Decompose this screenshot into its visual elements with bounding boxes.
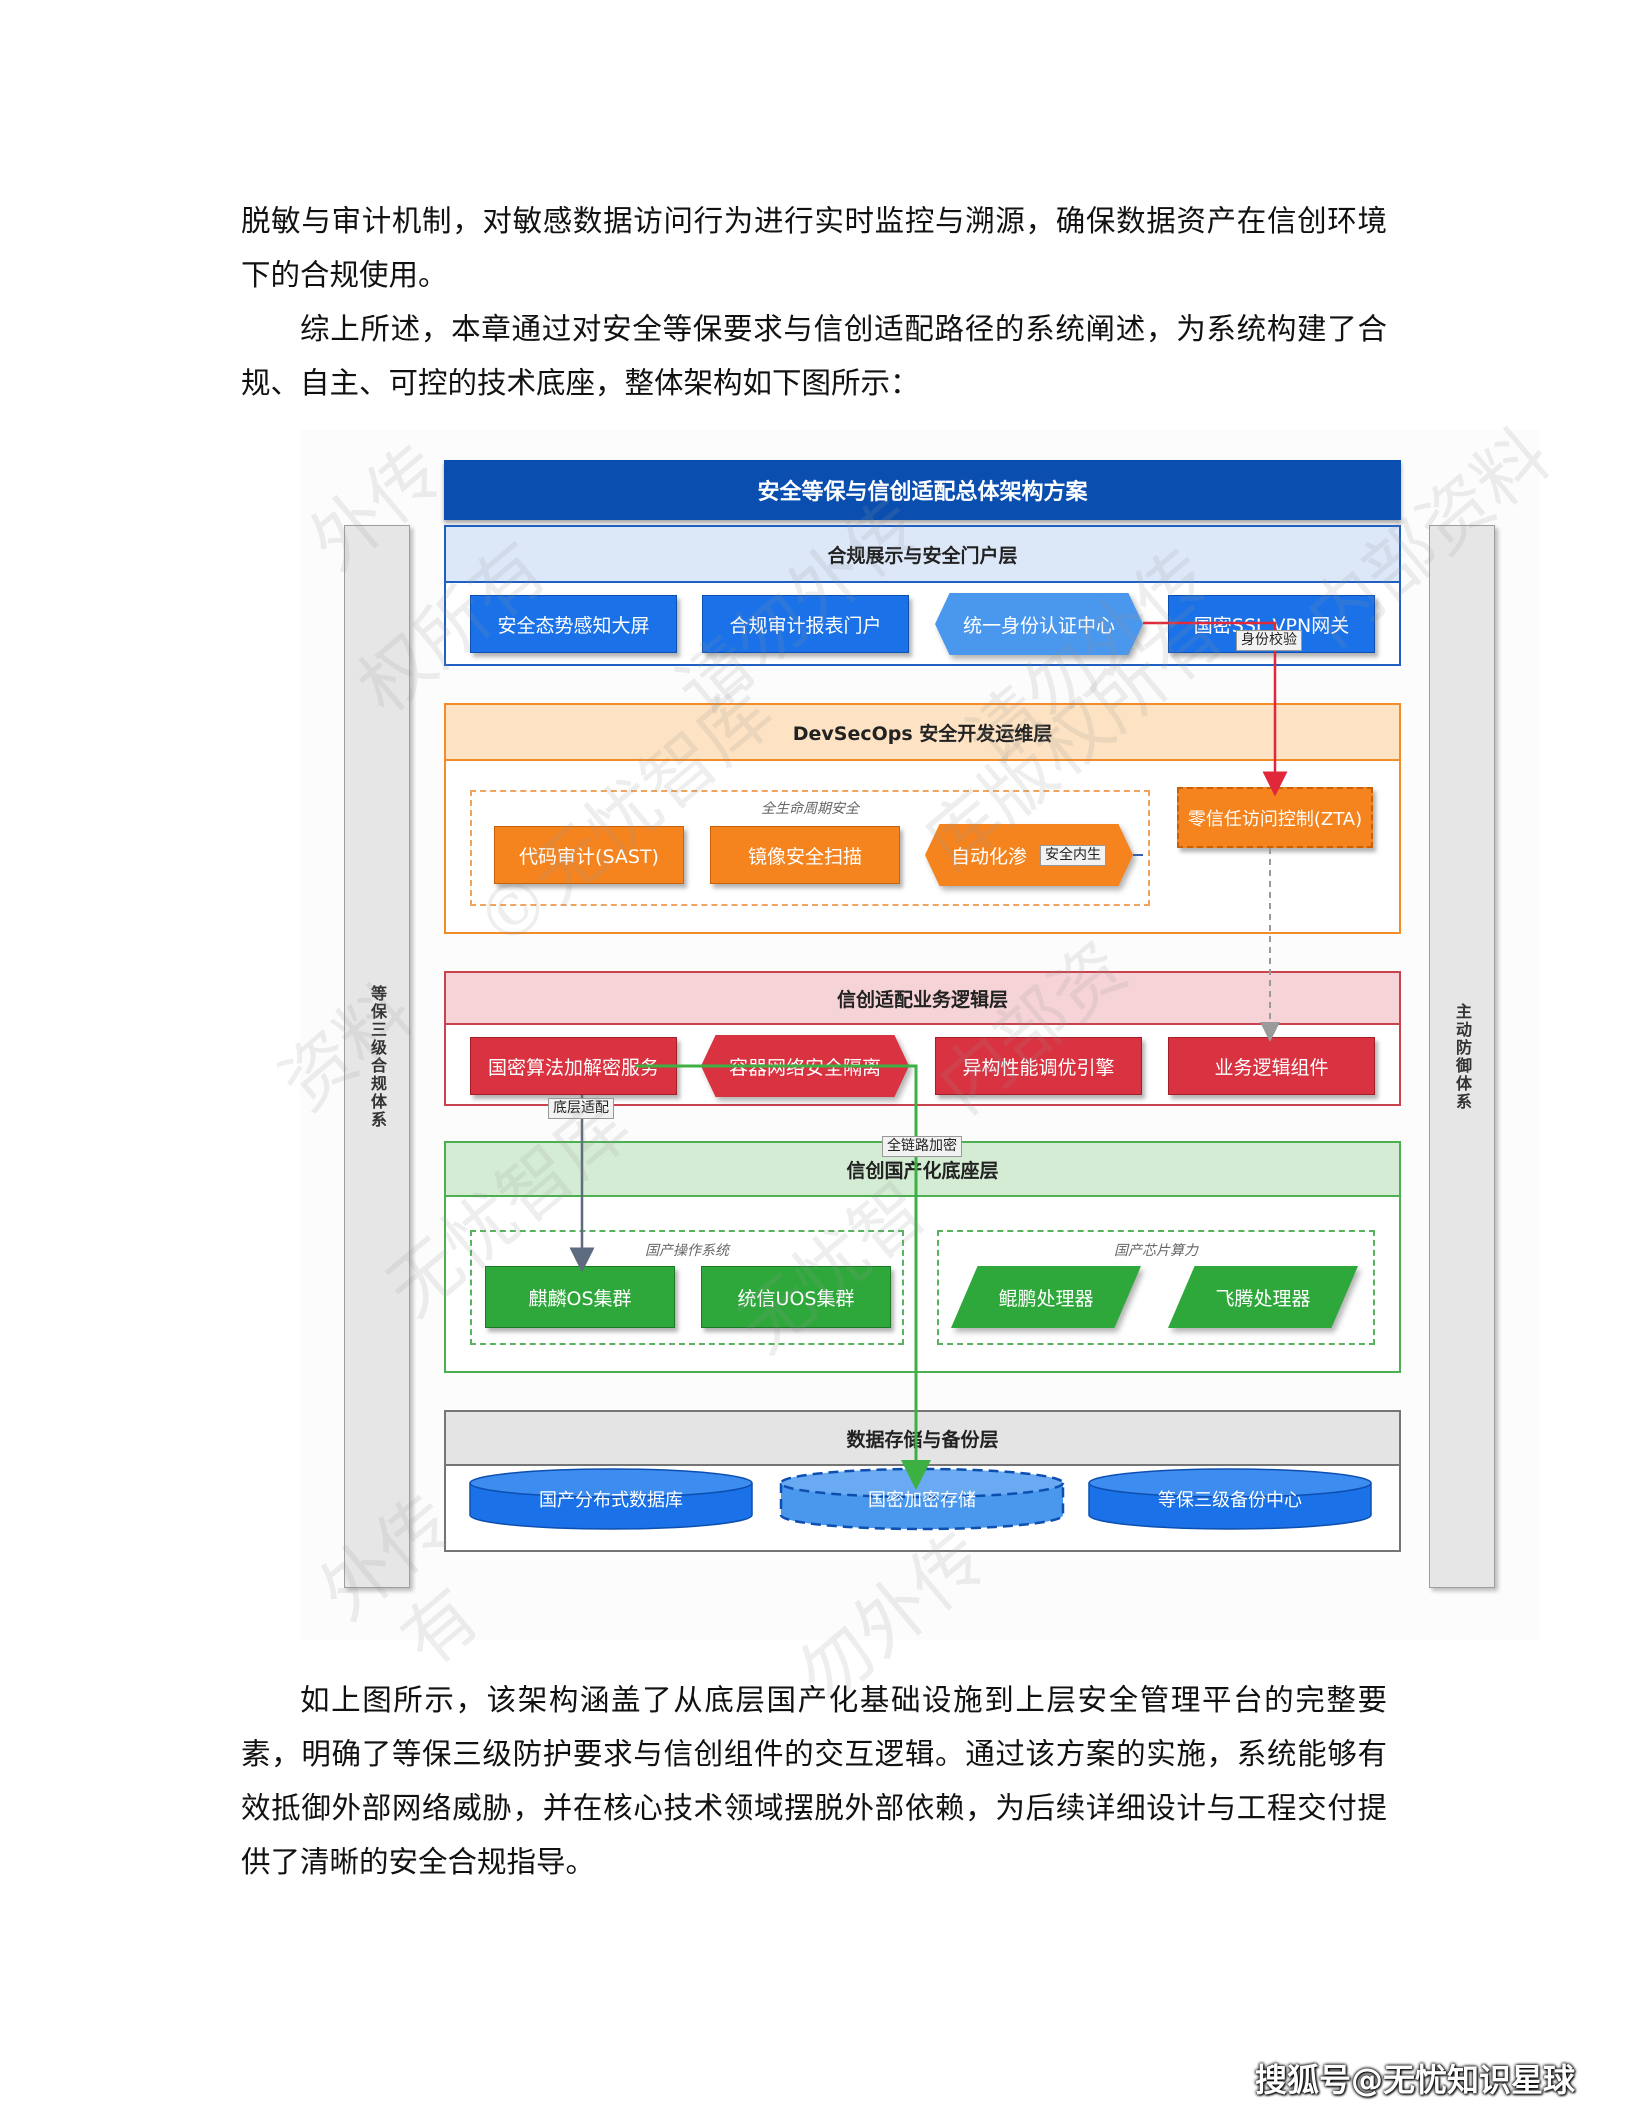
lifecycle-security-label: 全生命周期安全 — [761, 801, 859, 817]
business-logic-component: 业务逻辑组件 — [1168, 1037, 1375, 1095]
situation-awareness-screen: 安全态势感知大屏 — [470, 595, 677, 653]
unified-identity-center-label: 统一身份认证中心 — [935, 593, 1143, 655]
zero-trust-access-control: 零信任访问控制(ZTA) — [1177, 787, 1373, 848]
image-security-scan: 镜像安全扫描 — [710, 826, 900, 884]
sm-crypto-service: 国密算法加解密服务 — [470, 1037, 677, 1095]
left-bar: 等保三级合规体系 — [344, 525, 410, 1588]
code-audit-sast: 代码审计(SAST) — [494, 826, 684, 884]
level3-backup-center — [1088, 1468, 1372, 1530]
uos-cluster: 统信UOS集群 — [701, 1266, 891, 1328]
right-bar-label: 主动防御体系 — [1453, 1002, 1472, 1111]
phytium-processor-label: 飞腾处理器 — [1168, 1266, 1358, 1328]
diagram-title: 安全等保与信创适配总体架构方案 — [444, 460, 1401, 520]
phytium-processor: 飞腾处理器 — [1168, 1266, 1358, 1328]
paragraph-2: 综上所述，本章通过对安全等保要求与信创适配路径的系统阐述，为系统构建了合规、自主… — [241, 312, 1387, 400]
left-bar-label: 等保三级合规体系 — [368, 984, 387, 1129]
identity-check-tag: 身份校验 — [1236, 630, 1302, 651]
kunpeng-processor-label: 鲲鹏处理器 — [951, 1266, 1141, 1328]
domestic-chip-label: 国产芯片算力 — [1114, 1243, 1198, 1259]
layer-storage-title: 数据存储与备份层 — [446, 1412, 1399, 1466]
domestic-distributed-db — [469, 1468, 753, 1530]
architecture-diagram: 等保三级合规体系 主动防御体系 安全等保与信创适配总体架构方案 合规展示与安全门… — [264, 413, 1565, 1719]
level3-backup-center-label: 等保三级备份中心 — [1158, 1490, 1302, 1511]
full-link-encrypt-tag: 全链路加密 — [882, 1136, 962, 1157]
kunpeng-processor: 鲲鹏处理器 — [951, 1266, 1141, 1328]
layer-portal-title: 合规展示与安全门户层 — [446, 527, 1399, 583]
diagram-overlay — [469, 621, 1372, 1531]
right-bar: 主动防御体系 — [1429, 525, 1495, 1588]
identity-check-arrow — [1143, 621, 1288, 797]
paragraph-1: 脱敏与审计机制，对敏感数据访问行为进行实时监控与溯源，确保数据资产在信创环境下的… — [241, 204, 1387, 292]
layer-devsecops-title: DevSecOps 安全开发运维层 — [446, 705, 1399, 761]
full-link-encrypt-arrow — [635, 1064, 931, 1490]
sm-encrypted-storage-label: 国密加密存储 — [868, 1490, 976, 1511]
base-adapt-tag: 底层适配 — [548, 1098, 614, 1119]
lifecycle-security-group: 全生命周期安全 — [470, 790, 1150, 906]
footer-watermark: 搜狐号@无忧知识星球 — [1255, 2061, 1576, 2099]
domestic-chip-group: 国产芯片算力 — [937, 1230, 1375, 1345]
heterogeneous-tuning-engine: 异构性能调优引擎 — [935, 1037, 1142, 1095]
domestic-os-group: 国产操作系统 — [470, 1230, 904, 1345]
security-inside-tag: 安全内生 — [1040, 845, 1106, 866]
paragraph-3: 如上图所示，该架构涵盖了从底层国产化基础设施到上层安全管理平台的完整要素，明确了… — [241, 1683, 1387, 1879]
domestic-distributed-db-label: 国产分布式数据库 — [539, 1490, 683, 1511]
layer-business-title: 信创适配业务逻辑层 — [446, 973, 1399, 1025]
unified-identity-center: 统一身份认证中心 — [935, 593, 1143, 655]
compliance-report-portal: 合规审计报表门户 — [702, 595, 909, 653]
domestic-os-label: 国产操作系统 — [645, 1243, 729, 1259]
